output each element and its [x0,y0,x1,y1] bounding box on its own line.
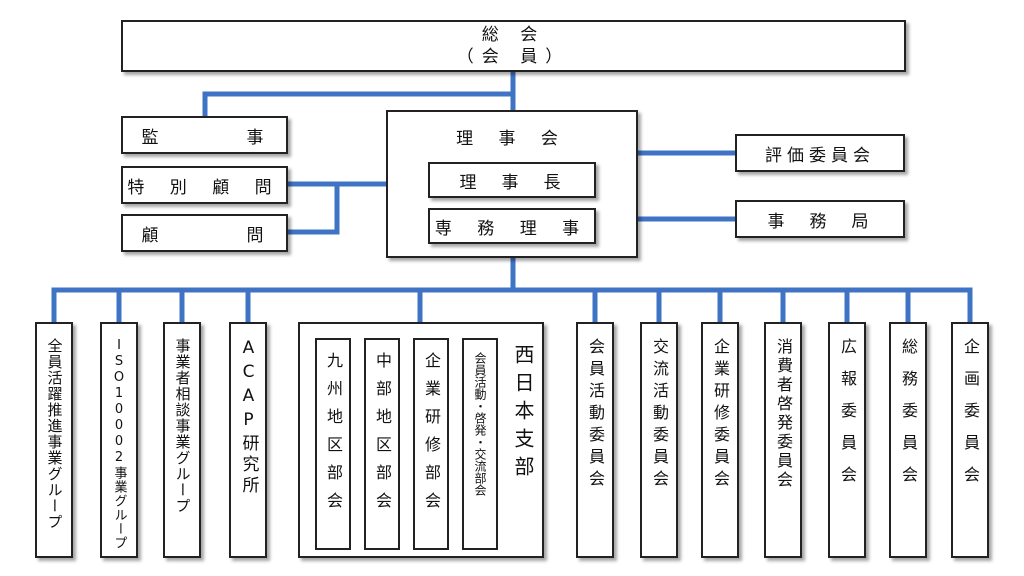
auditor-box: 監 事 [121,116,288,154]
chair-box: 理 事 長 [428,162,596,198]
committee-label: 広報委員会 [838,338,857,498]
group-label: ISO10002事業グループ [111,338,127,550]
subcommittee-box: 九州地区部会 [315,338,351,550]
subcommittee-label: 会員活動・啓発・交流部会 [473,352,487,496]
auditor-label: 監 事 [141,127,268,148]
advisor-label: 顧 問 [141,225,268,246]
group-box: 事業者相談事業グループ [163,322,201,558]
group-label: 全員活躍推進事業グループ [45,338,64,530]
committee-box: 交流活動委員会 [640,322,678,558]
secretariat-label: 事 務 局 [767,211,873,232]
subcommittee-box: 企業研修部会 [413,338,449,550]
west-japan-branch-title: 西日本支部 [511,344,535,484]
committee-box: 総務委員会 [889,322,927,558]
committee-label: 企業研修委員会 [711,338,730,492]
chair-label: 理 事 長 [459,172,565,193]
committee-box: 広報委員会 [828,322,866,558]
west-japan-branch-box: 九州地区部会 中部地区部会 企業研修部会 会員活動・啓発・交流部会 西日本支部 [298,322,544,558]
board-box: 理 事 会 理 事 長 専 務 理 事 [386,110,638,258]
general-assembly-title: 総 会 [481,25,546,45]
general-assembly-box: 総 会 （会 員） [121,20,906,72]
committee-box: 企画委員会 [951,322,989,558]
committee-label: 企画委員会 [961,338,980,498]
special-advisor-label: 特 別 顧 問 [127,177,282,198]
evaluation-committee-label: 評価委員会 [765,145,875,166]
group-label: ACAP研究所 [238,338,259,497]
subcommittee-label: 企業研修部会 [422,352,441,520]
committee-label: 交流活動委員会 [650,338,669,492]
special-advisor-box: 特 別 顧 問 [121,166,288,204]
subcommittee-box: 中部地区部会 [364,338,400,550]
committee-box: 会員活動委員会 [576,322,614,558]
committee-label: 消費者啓発委員会 [774,338,793,490]
committee-box: 消費者啓発委員会 [764,322,802,558]
group-box: ISO10002事業グループ [100,322,138,558]
advisor-box: 顧 問 [121,214,288,252]
subcommittee-label: 九州地区部会 [324,352,343,520]
group-box: 全員活躍推進事業グループ [35,322,73,558]
secretariat-box: 事 務 局 [735,200,905,238]
group-label: 事業者相談事業グループ [173,338,192,514]
committee-label: 会員活動委員会 [586,338,605,492]
committee-label: 総務委員会 [899,338,918,498]
subcommittee-box: 会員活動・啓発・交流部会 [462,338,498,550]
subcommittee-label: 中部地区部会 [373,352,392,520]
committee-box: 企業研修委員会 [701,322,739,558]
executive-director-box: 専 務 理 事 [428,208,596,244]
group-box: ACAP研究所 [229,322,267,558]
general-assembly-subtitle: （会 員） [456,47,571,67]
executive-director-label: 専 務 理 事 [434,218,590,239]
evaluation-committee-box: 評価委員会 [735,134,905,172]
board-title: 理 事 会 [456,129,568,149]
